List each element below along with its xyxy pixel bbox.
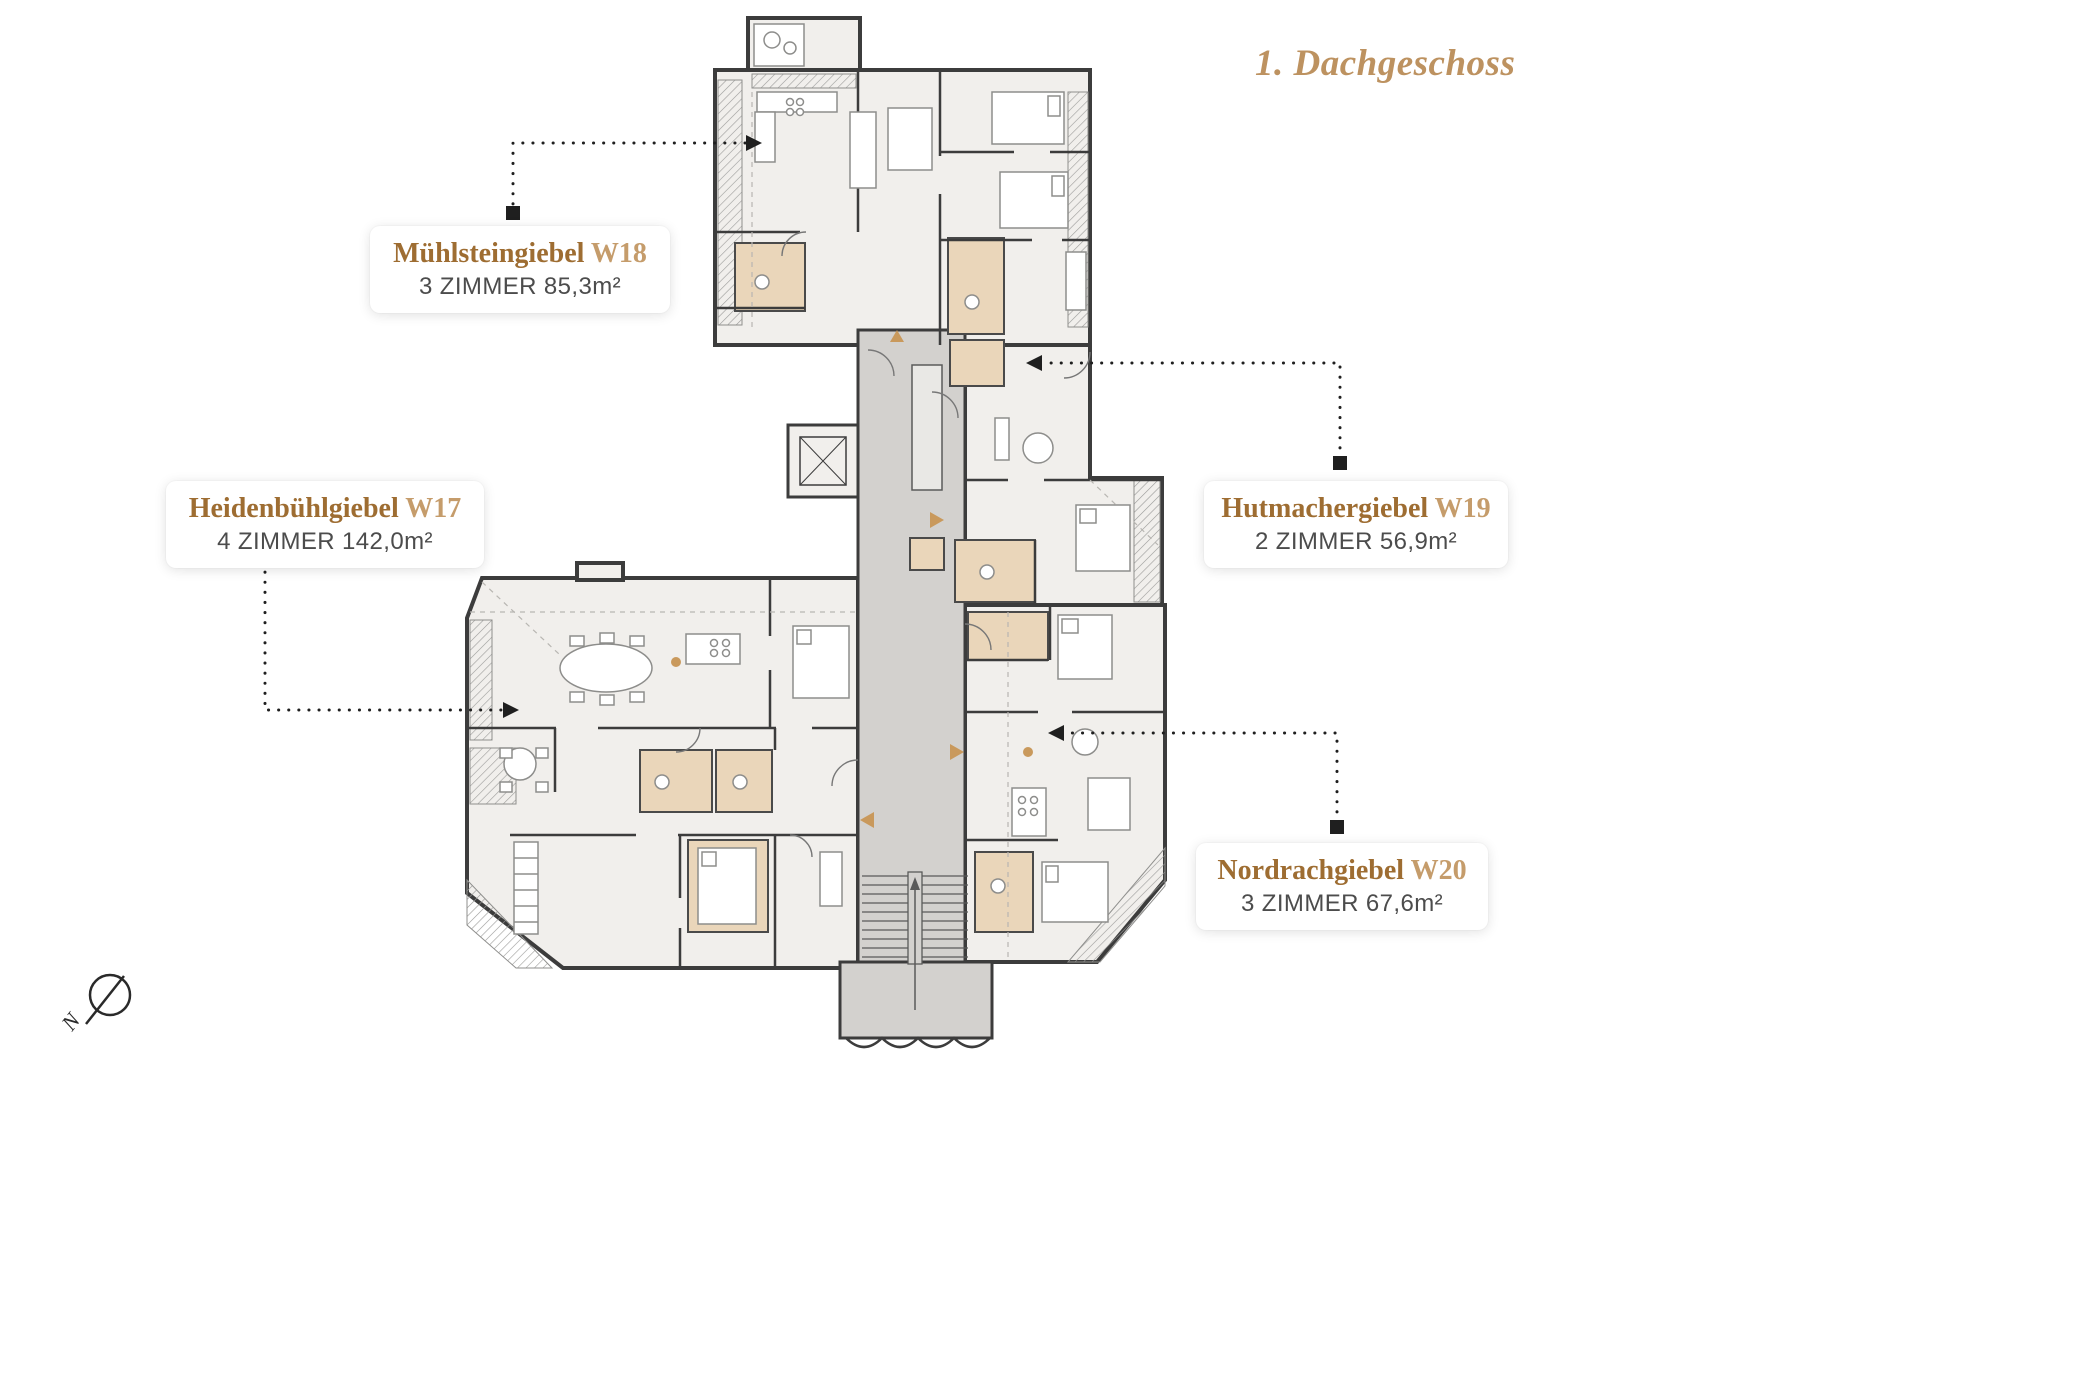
elevator	[786, 423, 860, 499]
leader-w18	[511, 141, 748, 216]
door-swings	[675, 231, 1091, 858]
apartment-name: Hutmachergiebel	[1221, 493, 1429, 524]
apartment-details: 3 ZIMMER 67,6m²	[1240, 890, 1444, 917]
apartment-title: Hutmachergiebel W19	[1214, 491, 1498, 526]
apartment-name: Heidenbühlgiebel	[188, 493, 399, 524]
apartment-unit: W19	[1434, 493, 1491, 524]
compass-n-label: N	[56, 1007, 86, 1036]
apartment-unit: W18	[590, 238, 647, 269]
apartment-unit: W17	[405, 493, 462, 524]
stairhouse-arches	[845, 1036, 991, 1049]
apartment-label-w17[interactable]: Heidenbühlgiebel W17 4 ZIMMER 142,0m²	[166, 481, 484, 568]
leader-w17	[263, 560, 505, 712]
apartment-details: 4 ZIMMER 142,0m²	[217, 528, 433, 555]
apartment-title: Heidenbühlgiebel W17	[176, 491, 474, 526]
apartment-unit: W20	[1410, 855, 1467, 886]
furniture	[499, 23, 1131, 935]
north-compass-icon: N	[56, 973, 132, 1036]
apartment-title: Nordrachgiebel W20	[1206, 853, 1478, 888]
stairs	[862, 871, 968, 1010]
apartment-title: Mühlsteingiebel W18	[380, 236, 660, 271]
apartment-details: 3 ZIMMER 85,3m²	[418, 273, 622, 300]
apartment-label-w18[interactable]: Mühlsteingiebel W18 3 ZIMMER 85,3m²	[370, 226, 670, 313]
apartment-name: Mühlsteingiebel	[393, 238, 585, 269]
skylight	[911, 364, 943, 491]
direction-markers	[671, 330, 1033, 828]
apartment-label-w20[interactable]: Nordrachgiebel W20 3 ZIMMER 67,6m²	[1196, 843, 1488, 930]
floor-title: 1. Dachgeschoss	[1255, 43, 1516, 84]
interior-walls	[467, 70, 1165, 968]
apartment-label-w19[interactable]: Hutmachergiebel W19 2 ZIMMER 56,9m²	[1204, 481, 1508, 568]
roof-slope-lines	[470, 92, 1159, 958]
leader-w19	[1040, 361, 1342, 460]
apartment-details: 2 ZIMMER 56,9m²	[1254, 528, 1458, 555]
apartment-name: Nordrachgiebel	[1217, 855, 1405, 886]
leader-lines	[263, 141, 1342, 824]
leader-w20	[1062, 731, 1339, 824]
